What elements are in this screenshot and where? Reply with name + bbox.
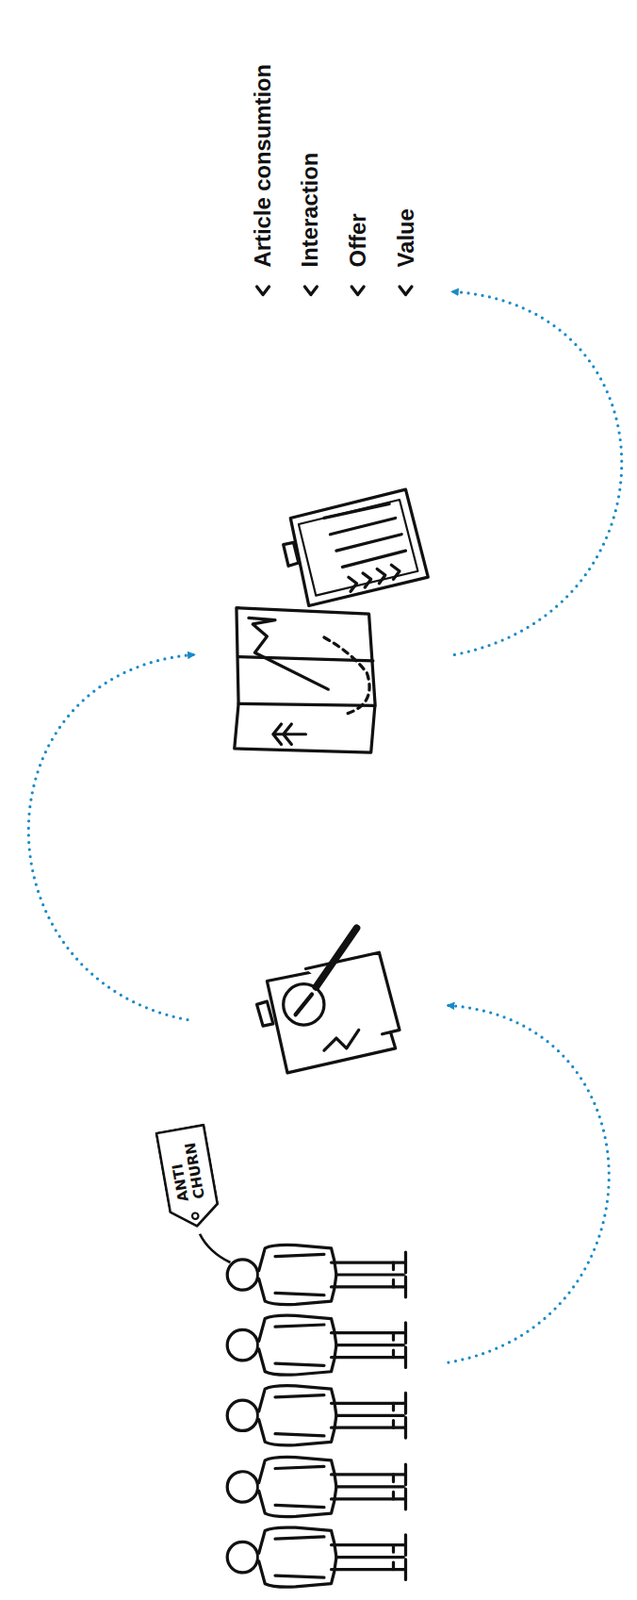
checklist-item: Value <box>382 64 431 268</box>
flow-arrows <box>28 291 622 1362</box>
checklist-icon <box>283 489 429 605</box>
person-figure <box>227 1385 406 1445</box>
checklist-item: Article consumtion <box>238 64 287 268</box>
person-figure <box>227 1243 406 1304</box>
person-figure <box>227 1526 406 1586</box>
check-marks <box>257 286 412 295</box>
checklist-item: Interaction <box>286 64 335 268</box>
tag-string <box>199 1233 230 1262</box>
person-figure <box>227 1314 406 1374</box>
map-icon <box>234 607 376 753</box>
person-figure <box>227 1455 406 1516</box>
tag-label: ANTI CHURN <box>154 1122 223 1232</box>
checklist: Article consumtionInteractionOfferValue <box>238 64 430 268</box>
analysis-icon <box>257 927 400 1073</box>
tag-text: ANTI CHURN <box>165 1140 209 1203</box>
checklist-item: Offer <box>334 64 383 268</box>
